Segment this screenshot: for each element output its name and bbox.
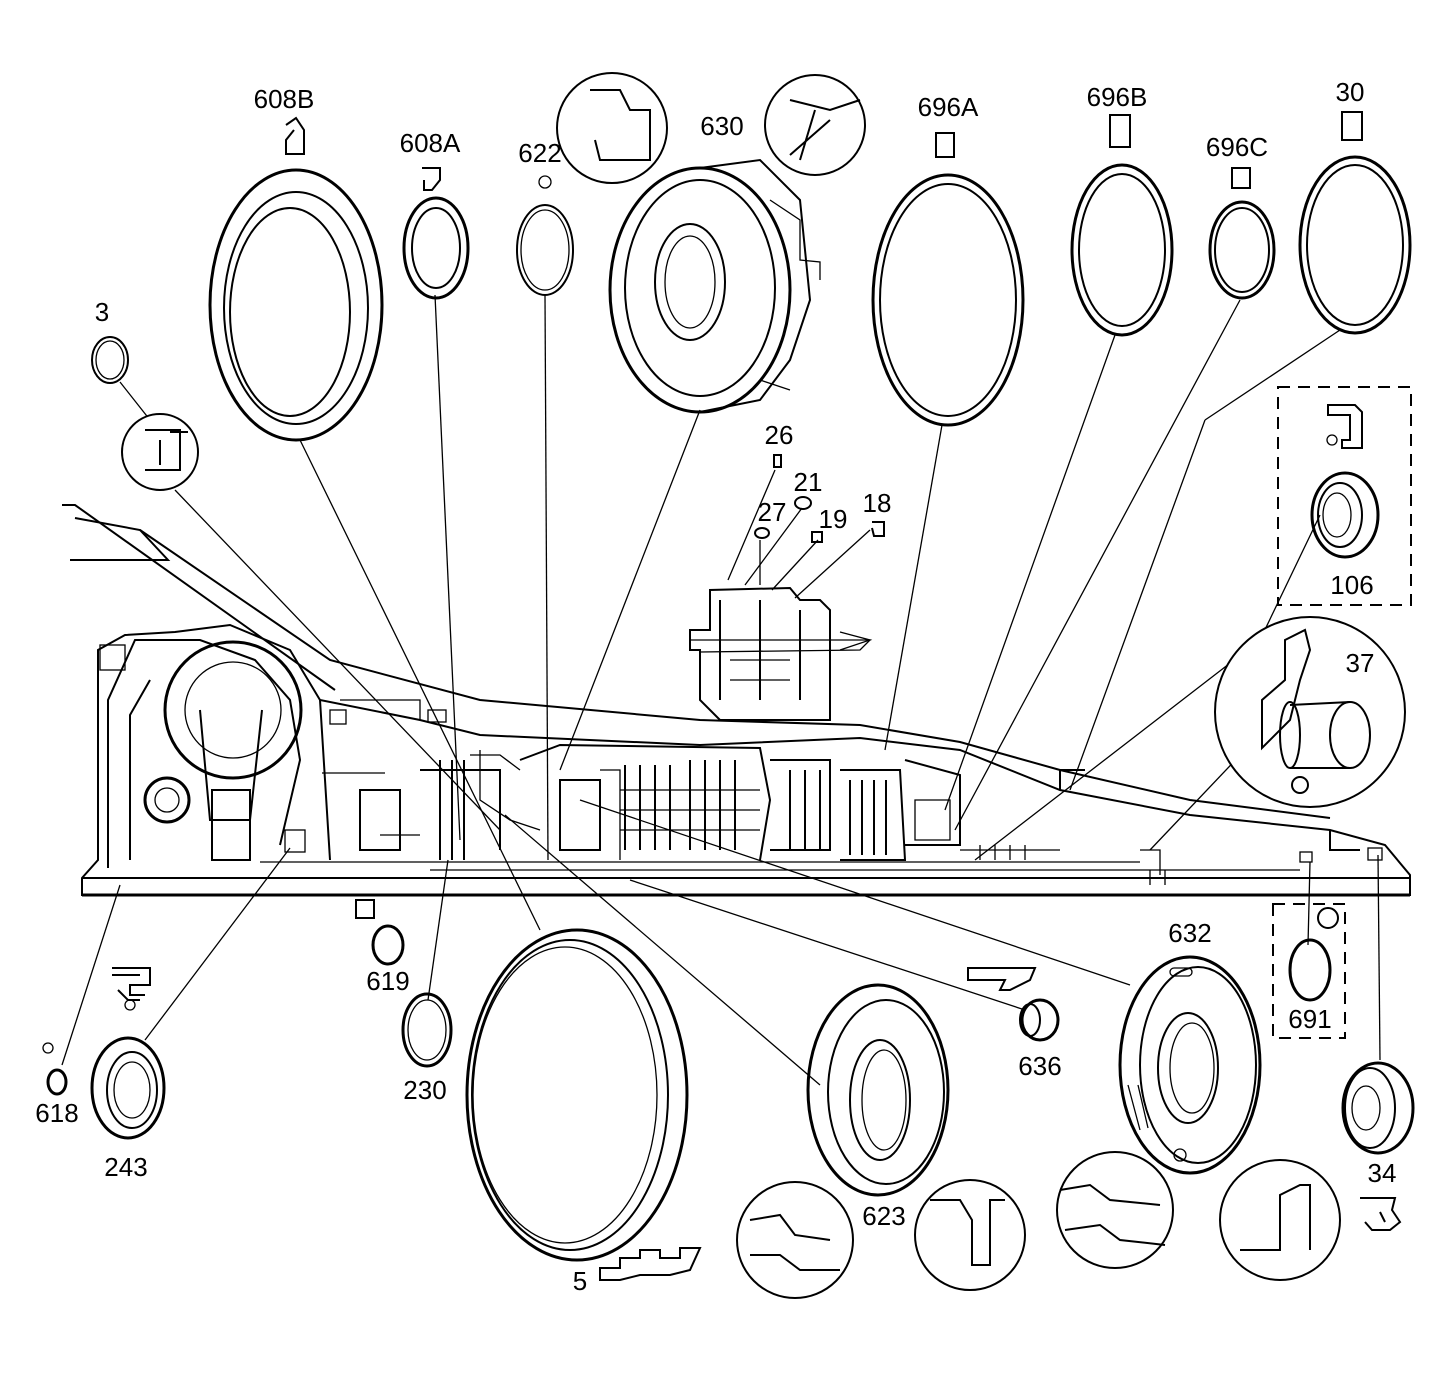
callout-18: 18	[863, 488, 892, 518]
part-37-sensor	[1214, 616, 1406, 808]
part-30-ring	[1298, 111, 1412, 335]
part-34-seal	[1341, 1061, 1415, 1231]
part-5-ring	[465, 928, 702, 1281]
callout-labels: 608B 608A 622 630 696A 696B 696C 30 3 26…	[35, 77, 1396, 1296]
callout-636: 636	[1018, 1051, 1061, 1081]
callout-696b: 696B	[1087, 82, 1148, 112]
callout-106: 106	[1330, 570, 1373, 600]
callout-19: 19	[819, 504, 848, 534]
part-3-oring	[91, 336, 199, 491]
callout-3: 3	[95, 297, 109, 327]
part-632-plate	[1056, 955, 1341, 1281]
callout-21: 21	[794, 467, 823, 497]
part-608a-seal	[402, 167, 470, 300]
callout-622: 622	[518, 138, 561, 168]
part-623-seal	[736, 983, 1026, 1299]
callout-696c: 696C	[1206, 132, 1268, 162]
part-636-bearing	[967, 967, 1060, 1042]
part-619-oring	[355, 899, 405, 966]
part-691-oring	[1272, 903, 1346, 1039]
part-243-seal	[90, 967, 166, 1140]
callout-608b: 608B	[254, 84, 315, 114]
callout-619: 619	[366, 966, 409, 996]
part-696a-ring	[871, 132, 1025, 427]
transmission-housing	[62, 504, 1411, 897]
callout-623: 623	[862, 1201, 905, 1231]
part-622-oring	[516, 175, 574, 296]
part-630-piston	[556, 72, 866, 414]
callout-618: 618	[35, 1098, 78, 1128]
part-696b-ring	[1070, 114, 1174, 337]
callout-696a: 696A	[918, 92, 979, 122]
callout-30: 30	[1336, 77, 1365, 107]
callout-34: 34	[1368, 1158, 1397, 1188]
callout-630: 630	[700, 111, 743, 141]
callout-230: 230	[403, 1075, 446, 1105]
callout-26: 26	[765, 420, 794, 450]
upper-subassembly	[689, 586, 873, 721]
callout-27: 27	[758, 497, 787, 527]
part-696c-ring	[1208, 167, 1276, 300]
small-parts-cluster	[754, 454, 885, 543]
part-106-seal	[1277, 386, 1412, 606]
part-230-ring	[401, 992, 453, 1068]
callout-243: 243	[104, 1152, 147, 1182]
callout-608a: 608A	[400, 128, 461, 158]
callout-37: 37	[1346, 648, 1375, 678]
part-608b-seal	[208, 116, 384, 442]
callout-632: 632	[1168, 918, 1211, 948]
part-618-oring	[42, 1042, 68, 1096]
callout-5: 5	[573, 1266, 587, 1296]
callout-691: 691	[1288, 1004, 1331, 1034]
